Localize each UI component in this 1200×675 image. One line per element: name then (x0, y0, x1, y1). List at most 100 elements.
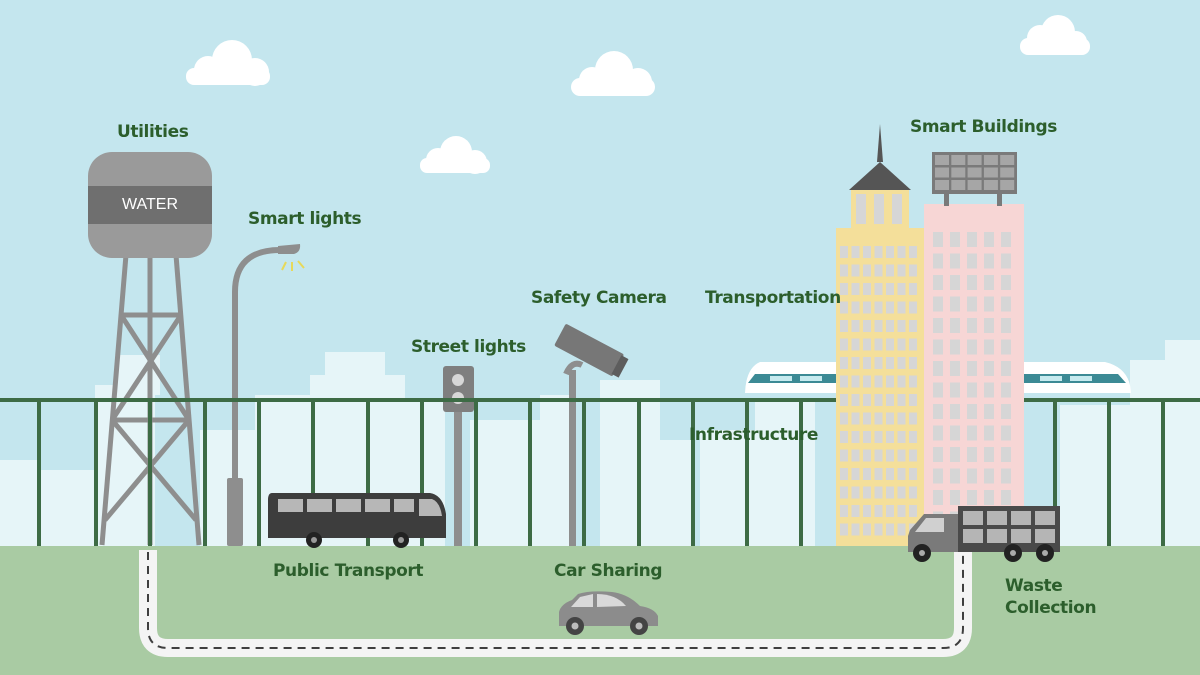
building-window (840, 523, 848, 536)
building-window (967, 404, 977, 419)
building-window (886, 394, 894, 406)
building-window (851, 412, 860, 425)
building-window (874, 523, 883, 536)
truck-solar-cell (963, 529, 983, 543)
building-window (950, 296, 960, 312)
solar-cell (1000, 155, 1015, 165)
building-window (851, 375, 860, 388)
building-window (984, 425, 994, 441)
building-window (897, 320, 906, 332)
truck-solar-cell (987, 529, 1007, 543)
building-window (886, 505, 894, 517)
building-window (984, 361, 994, 376)
building-window (863, 449, 871, 462)
building-window (851, 523, 860, 536)
building-window (886, 338, 894, 351)
bus (268, 493, 446, 548)
building-window (840, 431, 848, 443)
road (139, 550, 972, 657)
clouds (186, 15, 1090, 174)
building-window (933, 468, 943, 484)
building-window (967, 275, 977, 290)
building-window (933, 253, 943, 269)
transportation-label: Transportation (705, 288, 841, 308)
building-window (950, 447, 960, 462)
building-window (909, 320, 917, 332)
building-window (950, 318, 960, 333)
building-window (1001, 275, 1011, 290)
building-window (984, 339, 994, 355)
smart-light (227, 244, 305, 546)
building-window (909, 357, 917, 369)
car (559, 591, 658, 635)
building-window (886, 320, 894, 332)
building-window (840, 301, 848, 314)
building-window (967, 339, 977, 355)
building-window (984, 447, 994, 462)
building-window (897, 412, 906, 425)
building-window (897, 505, 906, 517)
building-window (909, 505, 917, 517)
solar-cell (935, 155, 949, 165)
water-tank-label: WATER (122, 196, 178, 213)
building-window (967, 361, 977, 376)
safety-camera (554, 324, 629, 546)
infrastructure-label: Infrastructure (689, 425, 819, 445)
smart-lights-label: Smart lights (248, 209, 362, 229)
building-window (886, 264, 894, 277)
water-tank-band (88, 186, 212, 224)
building-window (897, 357, 906, 369)
building-window (863, 375, 871, 388)
waste-truck (908, 506, 1060, 562)
building-window (909, 264, 917, 277)
solar-cell (983, 155, 998, 165)
building-window (950, 382, 960, 398)
solar-cell (951, 167, 966, 178)
yellow-building (836, 124, 924, 546)
building-window (909, 449, 917, 462)
building-window (984, 318, 994, 333)
building-window (840, 412, 848, 425)
building-window (863, 394, 871, 406)
building-window (874, 264, 883, 277)
building-window (984, 404, 994, 419)
cloud (571, 51, 655, 96)
solar-panel (932, 152, 1017, 206)
building-window (886, 246, 894, 258)
building-window (863, 301, 871, 314)
building-window (863, 338, 871, 351)
building-window (950, 232, 960, 247)
building-window (840, 357, 848, 369)
building-window (909, 338, 917, 351)
building-window (851, 246, 860, 258)
building-window (851, 468, 860, 480)
building-window (874, 283, 883, 295)
building-window (863, 320, 871, 332)
building-window (897, 264, 906, 277)
building-window (909, 486, 917, 499)
building-window (851, 357, 860, 369)
building-window (863, 505, 871, 517)
building-window (1001, 490, 1011, 505)
building-window (851, 394, 860, 406)
building-window (897, 375, 906, 388)
building-window (886, 523, 894, 536)
building-window (950, 339, 960, 355)
truck-solar-cell (987, 511, 1007, 525)
building-window (874, 375, 883, 388)
truck-solar-cell (1035, 511, 1055, 525)
building-window (886, 375, 894, 388)
building-window (950, 404, 960, 419)
building-window (933, 361, 943, 376)
building-window (1001, 232, 1011, 247)
fence (0, 398, 1200, 548)
building-window (840, 394, 848, 406)
building-window (874, 412, 883, 425)
building-window (851, 486, 860, 499)
building-window (840, 375, 848, 388)
building-window (897, 394, 906, 406)
building-window (967, 318, 977, 333)
building-window (1001, 296, 1011, 312)
building-window (1001, 253, 1011, 269)
solar-cell (967, 180, 982, 190)
